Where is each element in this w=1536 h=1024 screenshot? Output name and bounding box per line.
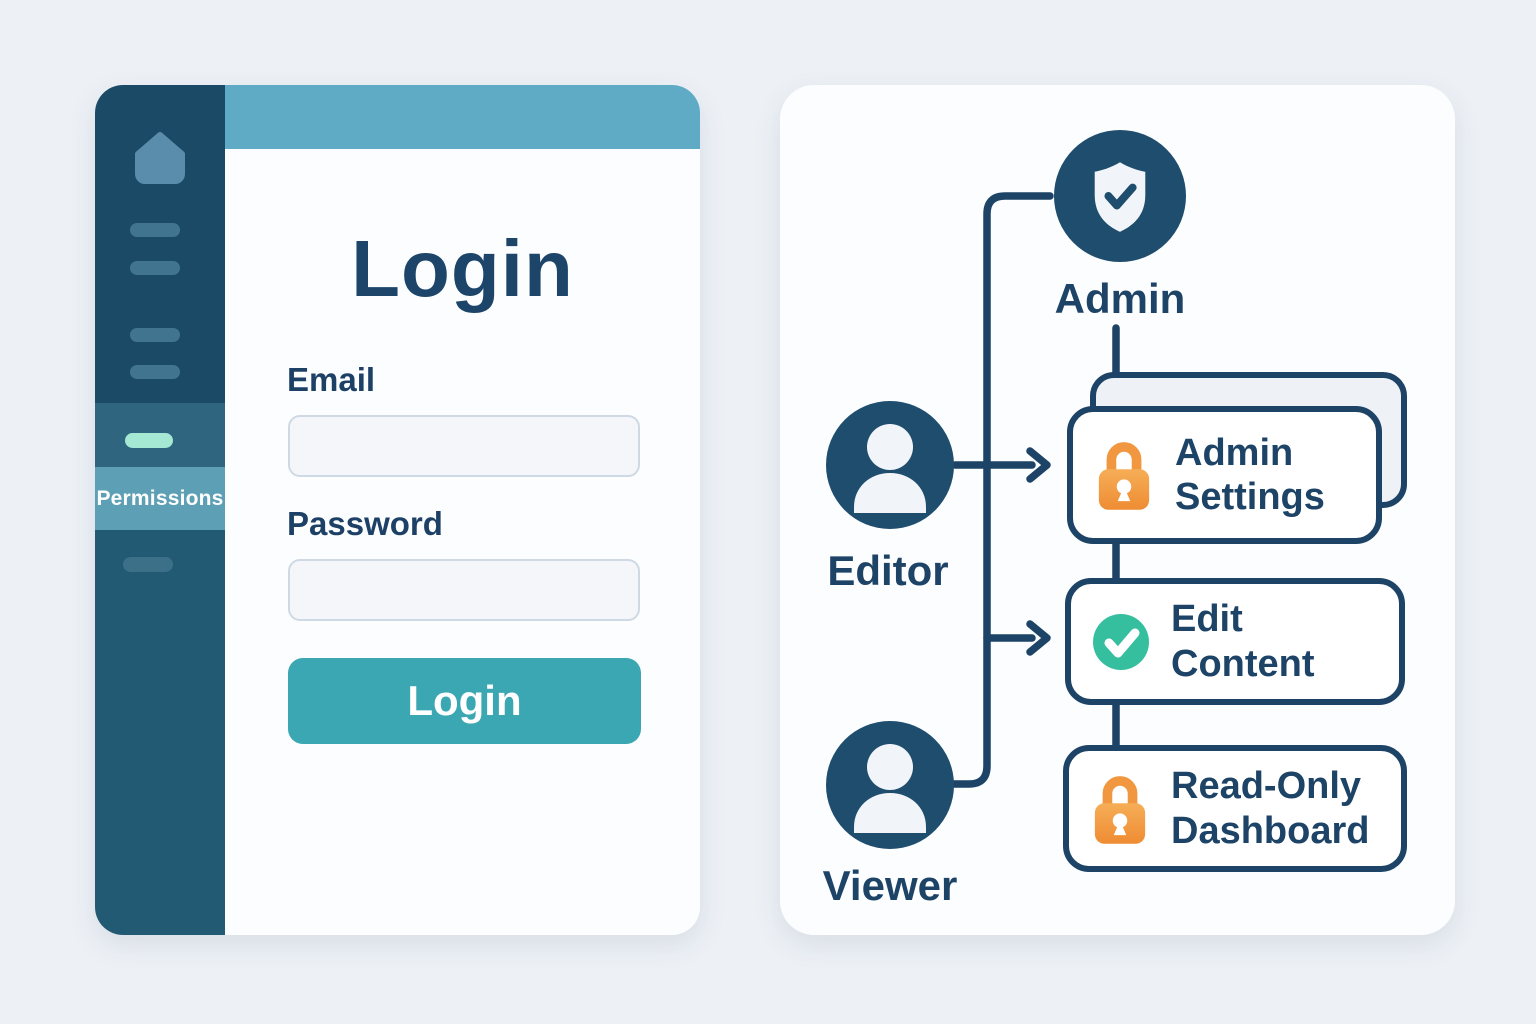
diagram-connectors (949, 192, 1120, 788)
user-icon (854, 424, 926, 513)
permission-line: Read-Only (1171, 765, 1362, 808)
edit-arrowhead (1026, 620, 1051, 656)
permission-line: Edit (1171, 598, 1243, 641)
role-label-editor: Editor (827, 547, 949, 594)
login-content: Login Email Password Login (225, 149, 700, 935)
check-circle-icon (1093, 613, 1149, 670)
connector-trunk (949, 192, 1054, 788)
app-header-bar (225, 85, 700, 149)
sidebar-item[interactable] (130, 223, 180, 237)
home-icon[interactable] (132, 131, 188, 185)
user-icon (854, 744, 926, 833)
permissions-diagram: Admin Editor Viewer (780, 85, 1455, 935)
permission-label-admin-settings: Admin Settings (1175, 431, 1325, 519)
permission-line: Settings (1175, 476, 1325, 518)
login-button[interactable]: Login (288, 658, 641, 744)
shield-check-icon (1094, 162, 1146, 232)
editor-arrowhead (1026, 447, 1051, 483)
sidebar-item[interactable] (123, 557, 173, 572)
permission-label-edit-content: Edit Content (1171, 597, 1315, 685)
role-label-admin: Admin (1054, 275, 1186, 322)
password-label: Password (287, 505, 443, 542)
sidebar: Permissions (95, 85, 225, 935)
permission-box-edit-content: Edit Content (1065, 578, 1405, 705)
permission-line: Content (1171, 642, 1315, 685)
sidebar-top-section (95, 85, 225, 403)
email-field[interactable] (288, 415, 640, 477)
sidebar-active-section[interactable] (95, 403, 225, 467)
permissions-label: Permissions (96, 486, 224, 510)
viewer-role-avatar (826, 721, 954, 849)
sidebar-bottom-section (95, 530, 225, 935)
sidebar-item-permissions[interactable]: Permissions (95, 467, 225, 530)
lock-icon (1095, 439, 1153, 511)
permission-box-admin-settings: Admin Settings (1067, 406, 1382, 544)
sidebar-item[interactable] (130, 261, 180, 275)
password-field[interactable] (288, 559, 640, 621)
login-window: Permissions Login Email Password Login (95, 85, 700, 935)
sidebar-item[interactable] (130, 328, 180, 342)
permission-label-read-only-dashboard: Read-Only Dashboard (1171, 764, 1369, 852)
sidebar-active-item[interactable] (125, 433, 173, 448)
permission-line: Dashboard (1171, 809, 1370, 852)
sidebar-item[interactable] (130, 365, 180, 379)
role-label-viewer: Viewer (822, 862, 958, 909)
editor-role-avatar (826, 401, 954, 529)
permission-box-read-only-dashboard: Read-Only Dashboard (1063, 745, 1407, 872)
admin-role-avatar (1054, 130, 1186, 262)
email-label: Email (287, 361, 376, 398)
permission-line: Admin (1175, 431, 1294, 474)
page-title: Login (351, 224, 574, 313)
lock-icon (1091, 773, 1149, 845)
